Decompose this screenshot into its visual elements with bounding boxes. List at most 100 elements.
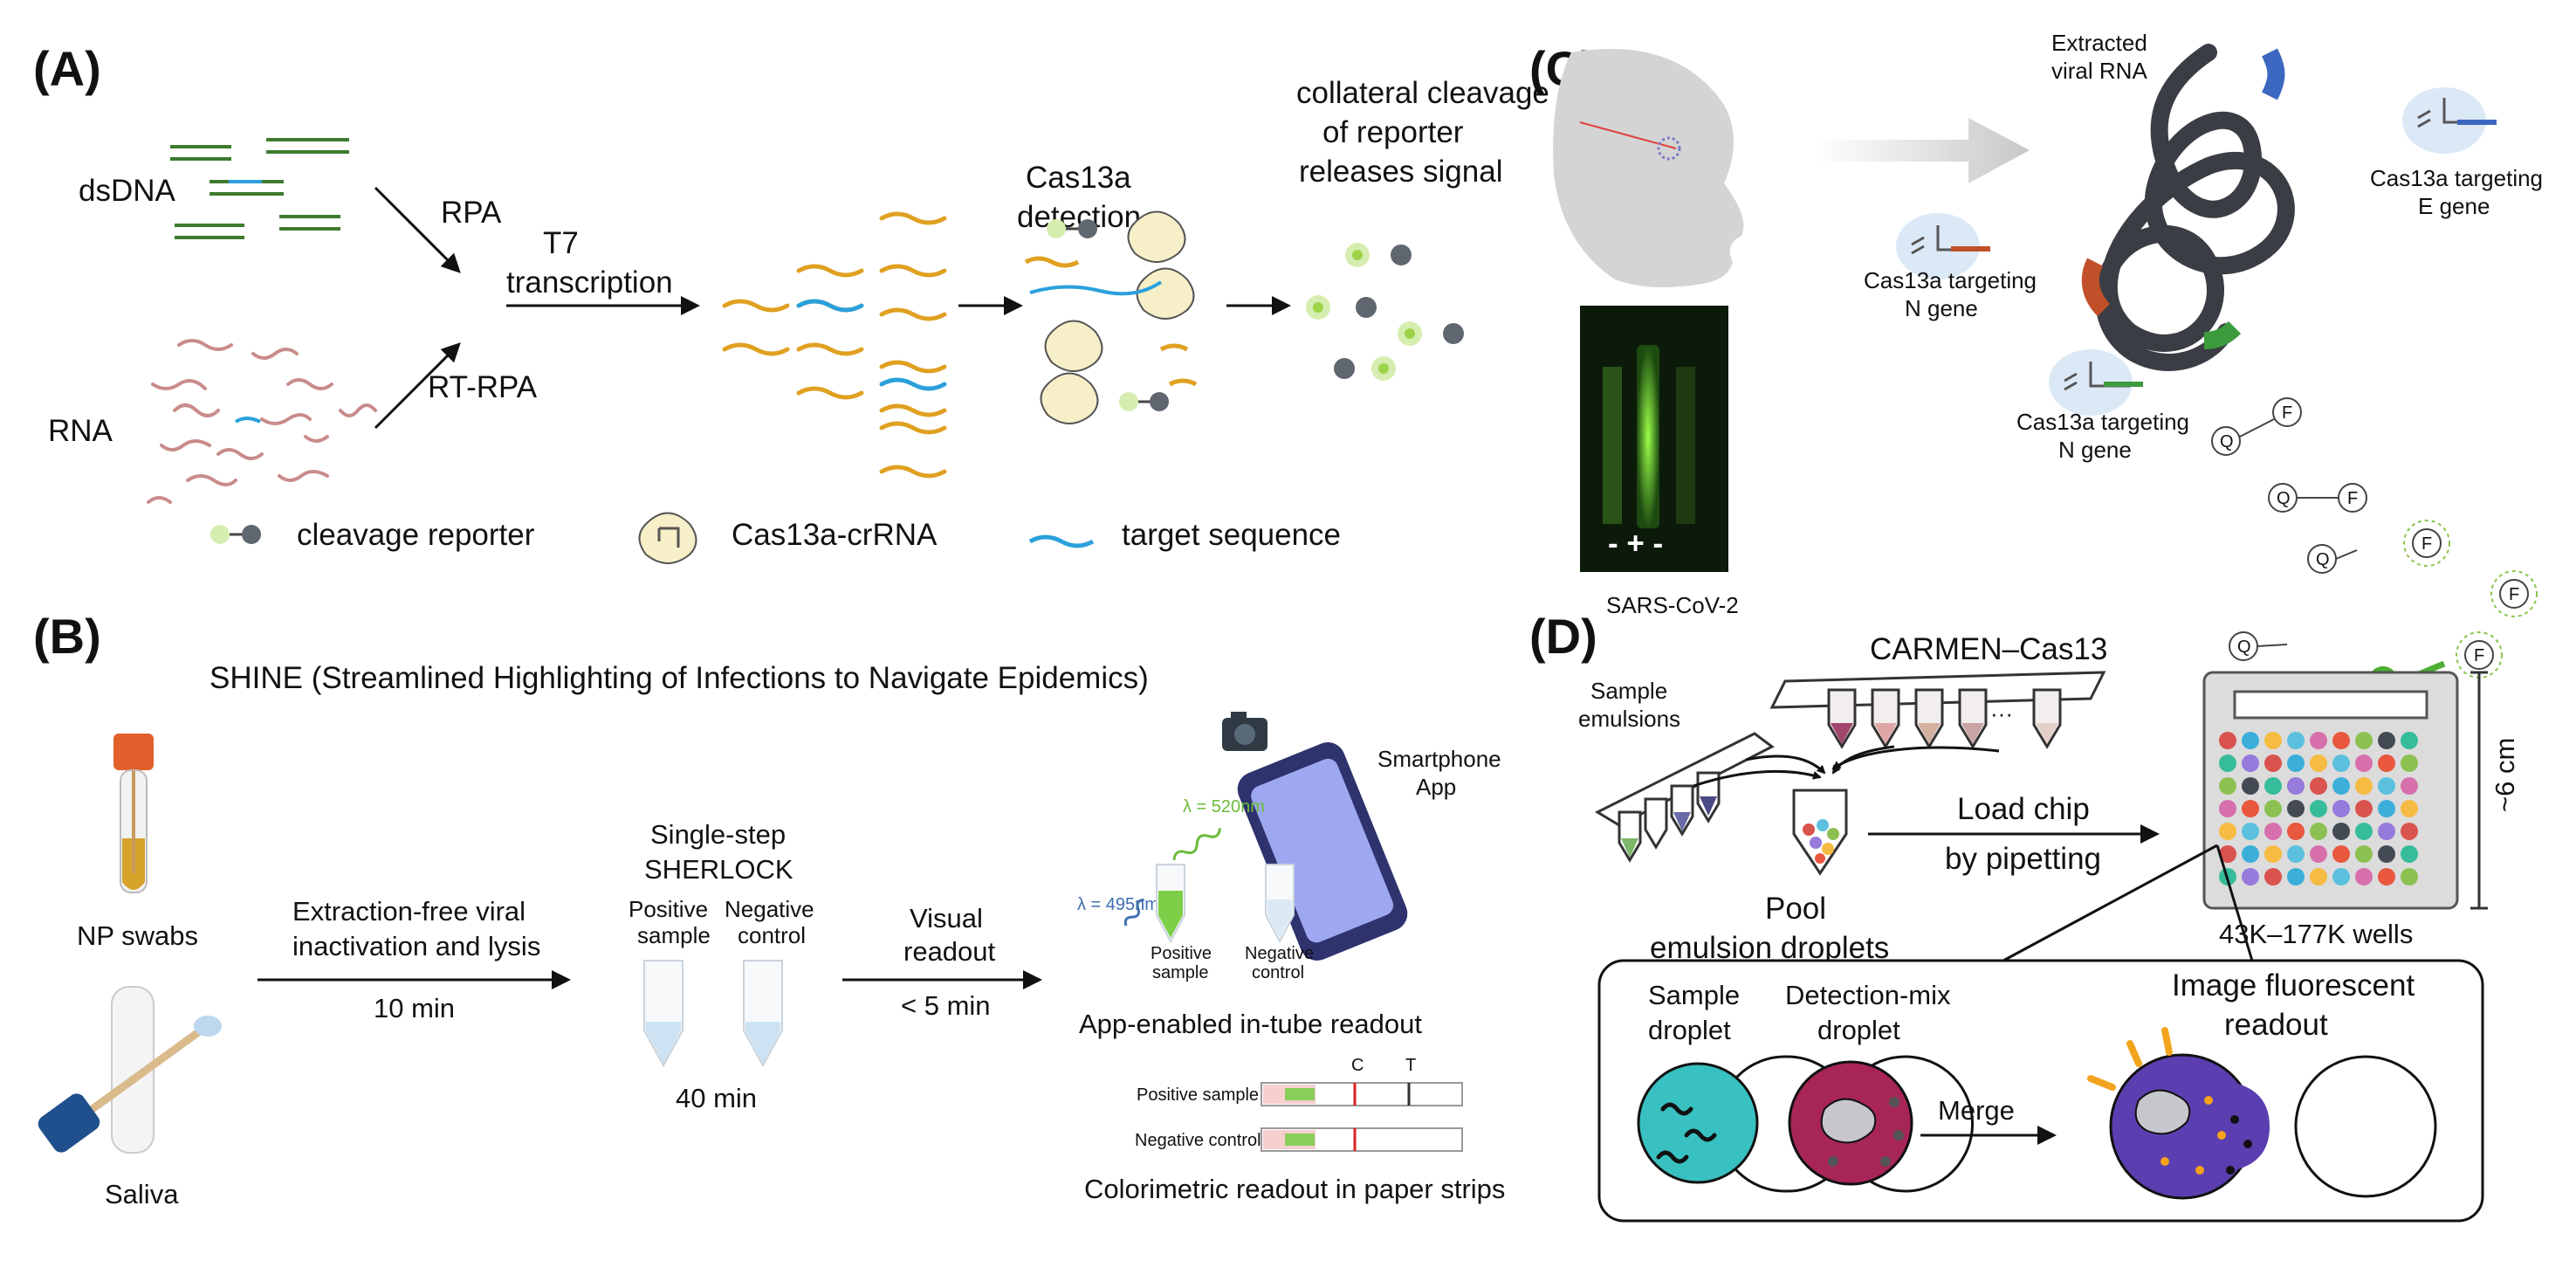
chip-well <box>2332 800 2350 817</box>
chip-well <box>2355 777 2373 795</box>
cas-e-label-2: E gene <box>2418 193 2490 219</box>
chip-well <box>2332 823 2350 840</box>
chip-well <box>2310 755 2327 772</box>
chip-well <box>2242 823 2259 840</box>
sherlock-pos-label-2: sample <box>637 922 711 948</box>
panel-label-a: (A) <box>33 41 101 96</box>
gel-lane-marks: - + - <box>1608 527 1663 561</box>
app-neg-label-1: Negative <box>1245 944 1314 963</box>
chip-well <box>2219 777 2236 795</box>
collateral-label-3: releases signal <box>1299 155 1502 189</box>
pre-merge-droplets <box>1637 1055 1975 1193</box>
chip-well <box>2401 845 2418 863</box>
chip-well <box>2355 823 2373 840</box>
paper-strip-negative <box>1261 1127 1463 1152</box>
saliva-tube <box>38 986 222 1154</box>
np-swabs-label: NP swabs <box>77 920 198 951</box>
amplicon-targets <box>796 299 947 391</box>
chip-well <box>2378 800 2395 817</box>
chip-well <box>2355 845 2373 863</box>
viral-rna-strand <box>2094 44 2295 371</box>
extracted-label-1: Extracted <box>2051 30 2147 56</box>
app-pos-label-2: sample <box>1152 963 1208 982</box>
chip-well <box>2219 823 2236 840</box>
sample-droplet-label-2: droplet <box>1648 1015 1731 1045</box>
camera-icon <box>1222 712 1267 751</box>
head-silhouette <box>1553 49 1744 287</box>
legend-reporter-label: cleavage reporter <box>297 518 535 552</box>
q-label: Q <box>2237 637 2251 657</box>
chip-well <box>2332 755 2350 772</box>
chip-well <box>2332 868 2350 885</box>
n-gene-segment-1 <box>2081 258 2111 317</box>
chip-well <box>2401 755 2418 772</box>
sherlock-time: 40 min <box>676 1083 757 1113</box>
rt-rpa-label: RT-RPA <box>428 370 538 404</box>
carmen-tube-strip <box>1769 671 2106 749</box>
zoom-line-2 <box>2215 844 2254 961</box>
lambda-excitation-label: λ = 495nm <box>1077 895 1159 914</box>
f-label: F <box>2347 489 2358 508</box>
sample-droplet-label-1: Sample <box>1648 980 1740 1010</box>
visual-label-2: readout <box>903 936 996 967</box>
f-label: F <box>2509 585 2519 604</box>
chip-well <box>2242 777 2259 795</box>
fluorescence-marks <box>2087 1027 2173 1091</box>
visual-label-1: Visual <box>910 903 983 934</box>
step1-time: 10 min <box>374 993 455 1023</box>
smartphone-label-2: App <box>1416 774 1456 800</box>
carmen-label: CARMEN–Cas13 <box>1870 632 2107 666</box>
image-readout-label-1: Image fluorescent <box>2172 968 2415 1003</box>
legend-reporter: cleavage reporter <box>210 518 535 552</box>
chip-well <box>2310 800 2327 817</box>
legend-cas: Cas13a-crRNA <box>638 512 938 564</box>
chip-well <box>2332 777 2350 795</box>
strip-neg-label: Negative control <box>1135 1131 1261 1150</box>
panel-label-b: (B) <box>33 609 101 664</box>
chip-well <box>2378 732 2395 749</box>
chip-well <box>2401 800 2418 817</box>
panel-a: dsDNA RNA RPA RT-RPA <box>48 76 1549 564</box>
chip-well <box>2310 868 2327 885</box>
chip-well <box>2310 823 2327 840</box>
chip-well <box>2332 845 2350 863</box>
app-neg-label-2: control <box>1252 963 1304 982</box>
visual-time: < 5 min <box>901 990 991 1021</box>
sherlock-label-1: Single-step <box>650 819 786 850</box>
chip-well <box>2401 868 2418 885</box>
cas13a-label: Cas13a <box>1026 161 1131 195</box>
cas-n2-label-1: Cas13a targeting <box>2016 409 2189 435</box>
rna-target <box>234 417 261 424</box>
arrow-dsdna-to-rpa <box>374 186 461 273</box>
chip-well <box>2264 732 2282 749</box>
transcription-label: transcription <box>506 265 673 300</box>
sample-emulsions-label-1: Sample <box>1590 678 1667 704</box>
smartphone-label-1: Smartphone <box>1377 746 1501 772</box>
cas-n2-label-2: N gene <box>2058 437 2132 463</box>
lambda-emission-label: λ = 520nm <box>1183 797 1265 817</box>
cas-n1-label-1: Cas13a targeting <box>1864 267 2037 293</box>
load-chip-label-2: by pipetting <box>1945 842 2101 876</box>
q-label: Q <box>2277 489 2291 508</box>
f-label: F <box>2282 403 2292 423</box>
chip-well <box>2219 732 2236 749</box>
detection-mix-label-2: droplet <box>1817 1015 1900 1045</box>
cleaved-reporters <box>1306 243 1464 381</box>
sherlock-neg-label-1: Negative <box>725 896 814 922</box>
t7-label: T7 <box>543 226 579 260</box>
pooling-arrows <box>1693 745 2000 788</box>
cas-n1-icon <box>1896 213 1990 279</box>
virus-icon <box>1657 136 1681 161</box>
strip-dots: ··· <box>1990 700 2013 727</box>
chip-well <box>2287 732 2305 749</box>
colorimetric-label: Colorimetric readout in paper strips <box>1084 1174 1505 1204</box>
cas13a-icon <box>638 512 697 564</box>
cas13-complex-icon <box>1820 1098 1877 1144</box>
carmen-chip <box>2202 671 2459 910</box>
chip-well <box>2219 755 2236 772</box>
legend-cas-label: Cas13a-crRNA <box>732 518 938 552</box>
chip-well <box>2242 800 2259 817</box>
cas-e-icon <box>2402 87 2497 154</box>
q-label: Q <box>2316 550 2330 569</box>
chip-well <box>2242 845 2259 863</box>
